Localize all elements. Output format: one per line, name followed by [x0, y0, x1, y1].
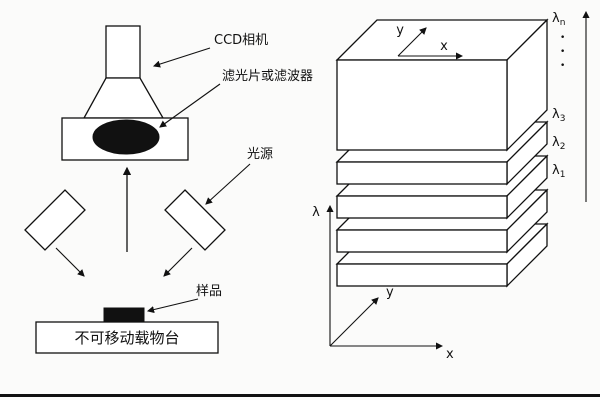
stage-box: [35, 321, 219, 354]
stage-label: 不可移动载物台: [74, 329, 179, 347]
lambda-n-label: λn: [552, 11, 565, 28]
top-axis-x-label: x: [440, 39, 448, 54]
bottom-axis-y-arrow: [329, 297, 379, 347]
lambda-2-label: λ2: [552, 135, 565, 152]
lambda-dots-3: •: [560, 61, 565, 71]
lambda-3-label: λ3: [552, 107, 565, 124]
lambda-symbol: λ: [552, 135, 560, 150]
light-panel-right: [164, 189, 226, 251]
lambda-symbol: λ: [552, 107, 560, 122]
ccd-camera-body: [105, 25, 141, 79]
light-pointer-arrow: [205, 163, 251, 205]
bottom-axis-y-label: y: [386, 285, 394, 300]
top-axis-y-label: y: [396, 23, 404, 38]
sample-pointer-arrow: [146, 298, 199, 314]
camera-pointer-arrow: [152, 47, 211, 68]
slab-front-face: [336, 229, 508, 253]
ccd-camera-funnel: [82, 77, 165, 119]
light-beam-arrow-left: [55, 247, 85, 277]
camera-label: CCD相机: [214, 33, 268, 48]
slab-front-face: [336, 195, 508, 219]
bottom-axis-x-label: x: [446, 347, 454, 362]
bottom-axis-lambda-label: λ: [312, 205, 320, 220]
top-axis-y-arrow: [397, 27, 427, 57]
light-panel-left: [24, 189, 86, 251]
lambda-subscript: 3: [560, 114, 566, 124]
filter-pointer-arrow: [159, 83, 221, 128]
lambda-subscript: 1: [560, 170, 566, 180]
imaging-apparatus: 不可移动载物台 CCD相机 滤光片或滤波器 光源 样品: [24, 25, 313, 354]
filter-disc: [92, 119, 160, 155]
lambda-symbol: λ: [552, 163, 560, 178]
cube-front-face: [336, 59, 508, 151]
slab-front-face: [336, 263, 508, 287]
lambda-subscript: n: [560, 18, 566, 28]
page-edge-line: [0, 394, 600, 397]
sample-label: 样品: [196, 284, 222, 299]
cube-main-block: [335, 18, 549, 152]
lambda-dots-2: •: [560, 47, 565, 57]
lambda-1-label: λ1: [552, 163, 565, 180]
sample-block: [103, 307, 145, 323]
slab-front-face: [336, 161, 508, 185]
spectral-data-cube: y x λ y x λn • • • λ3 λ2 λ1: [312, 10, 590, 362]
light-label: 光源: [247, 147, 273, 162]
lambda-subscript: 2: [560, 142, 566, 152]
lambda-dots-1: •: [560, 33, 565, 43]
light-beam-arrow-right: [163, 247, 193, 277]
lambda-symbol: λ: [552, 11, 560, 26]
filter-label: 滤光片或滤波器: [222, 69, 313, 84]
